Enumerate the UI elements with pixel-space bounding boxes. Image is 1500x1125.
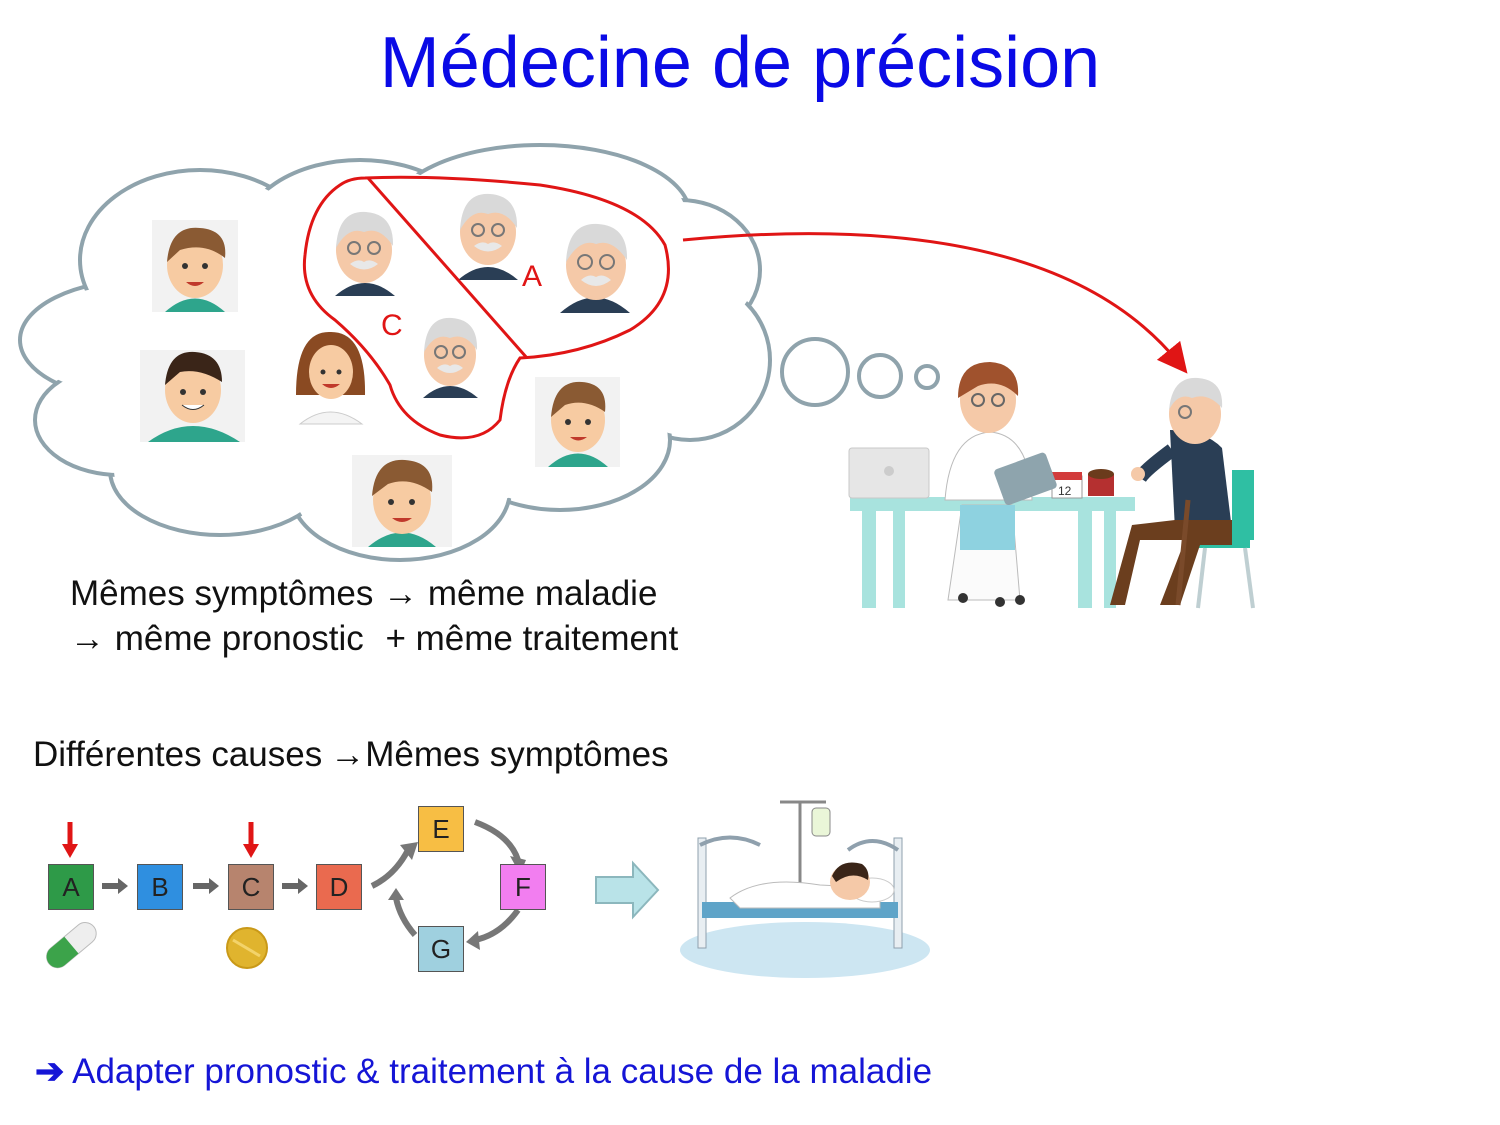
pathway-node-g: G xyxy=(418,926,464,972)
same-symptoms-text: Mêmes symptômes xyxy=(365,735,669,774)
doctor-consultation-scene: 12 xyxy=(848,362,1255,609)
patient-icon xyxy=(1110,377,1232,606)
node-label: F xyxy=(515,871,531,902)
node-label: E xyxy=(432,813,450,844)
thought-bubble-medium xyxy=(857,353,903,399)
patients-thought-cloud-illustration: A C 12 xyxy=(18,143,1255,609)
young-patient-face-1 xyxy=(152,220,238,312)
arrow-right-icon: ➔ xyxy=(35,1052,65,1091)
thought-bubble-small xyxy=(914,364,940,390)
subgroup-divider-line xyxy=(366,177,529,359)
conclusion-text: ➔ Adapter pronostic & traitement à la ca… xyxy=(35,1052,932,1092)
subgroup-to-patient-arrow xyxy=(682,232,1188,374)
female-doctor-face xyxy=(293,331,368,425)
doctor-icon xyxy=(944,362,1057,607)
outcome-arrow xyxy=(595,860,660,920)
elderly-patient-face-1 xyxy=(335,211,395,296)
group-label-a: A xyxy=(522,260,542,293)
causal-pathway-graphics xyxy=(46,800,930,978)
statement-prognosis-text: même pronostic xyxy=(114,619,364,658)
hospital-bed-icon xyxy=(680,800,930,978)
thought-bubble-large xyxy=(780,337,850,407)
node-label: D xyxy=(329,871,349,902)
causes-text: Différentes causes xyxy=(33,735,323,774)
causes-heading: Différentes causes→Mêmes symptômes xyxy=(33,735,669,775)
symptoms-statement-line2: → même pronostic + même traitement xyxy=(70,619,678,659)
pathway-node-e: E xyxy=(418,806,464,852)
pathway-node-f: F xyxy=(500,864,546,910)
statement-treatment-text: + même traitement xyxy=(385,619,679,658)
arrow-right-icon: → xyxy=(330,735,366,774)
node-label: A xyxy=(62,871,80,902)
pathway-node-c: C xyxy=(228,864,274,910)
statement-symptoms-text: Mêmes symptômes xyxy=(70,574,374,613)
patient-subgroup-outline xyxy=(302,175,670,440)
node-label: G xyxy=(430,933,452,964)
pathway-connectors xyxy=(102,878,308,894)
young-patient-face-2 xyxy=(140,350,245,442)
node-label: C xyxy=(241,871,261,902)
pathway-node-a: A xyxy=(48,864,94,910)
arrow-right-icon: → xyxy=(383,574,419,613)
pathway-node-b: B xyxy=(137,864,183,910)
young-patient-face-3 xyxy=(535,377,620,467)
pathway-node-d: D xyxy=(316,864,362,910)
svg-text:12: 12 xyxy=(1058,484,1072,498)
elderly-patient-face-4 xyxy=(423,317,478,398)
node-label: B xyxy=(151,871,169,902)
pathway-cycle-arrows xyxy=(370,819,521,943)
elderly-patient-face-2 xyxy=(458,193,518,280)
group-label-c: C xyxy=(381,309,403,342)
symptoms-statement-line1: Mêmes symptômes → même maladie xyxy=(70,574,657,614)
target-marker-a xyxy=(62,844,78,858)
target-marker-c xyxy=(243,844,259,858)
statement-disease-text: même maladie xyxy=(427,574,658,613)
page-title: Médecine de précision xyxy=(379,23,1101,103)
elderly-patient-face-3 xyxy=(560,223,630,313)
arrow-right-icon: → xyxy=(70,619,105,658)
conclusion-label: Adapter pronostic & traitement à la caus… xyxy=(72,1052,933,1091)
pill-capsule-icon xyxy=(46,922,97,969)
young-patient-face-4 xyxy=(352,455,452,547)
